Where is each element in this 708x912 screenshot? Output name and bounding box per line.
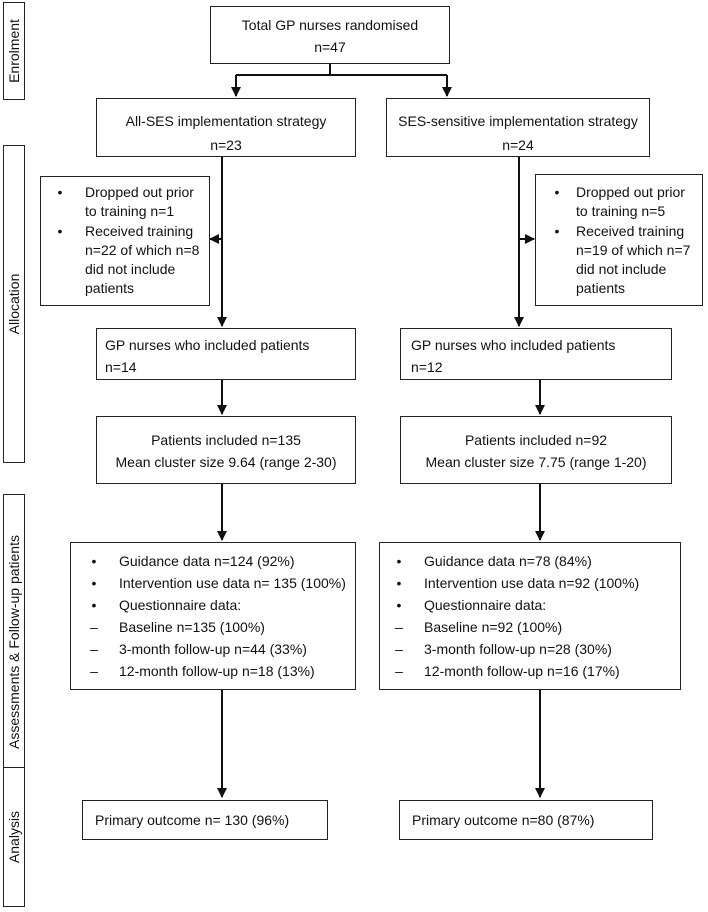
list-item-text: 3-month follow-up n=44 (33%) [119, 641, 307, 657]
left-cluster-size: Mean cluster size 9.64 (range 2-30) [115, 454, 337, 470]
bullet-icon: • [554, 184, 560, 200]
right-primary-outcome: Primary outcome n=80 (87%) [412, 812, 595, 828]
left-data-box: • Guidance data n=124 (92%) • Intervention… [70, 542, 356, 690]
list-item-text: Dropped out prior to training n=1 [85, 184, 194, 219]
right-side-note-list: • Dropped out prior to training n=5 • Re… [550, 183, 696, 298]
left-patients-count: Patients included n=135 [151, 432, 301, 448]
list-item: – 3-month follow-up n=44 (33%) [87, 640, 351, 659]
phase-enrolment-label: Enrolment [6, 19, 22, 83]
list-item: – 12-month follow-up n=16 (17%) [392, 662, 676, 681]
list-item: • Questionnaire data: [392, 596, 676, 615]
phase-analysis: Analysis [3, 767, 25, 907]
list-item-text: Baseline n=135 (100%) [119, 619, 265, 635]
bullet-icon: • [396, 597, 402, 613]
right-side-note-box: • Dropped out prior to training n=5 • Re… [535, 174, 703, 306]
bullet-icon: • [91, 553, 97, 569]
dash-icon: – [90, 619, 98, 635]
dash-icon: – [90, 663, 98, 679]
left-patients-box: Patients included n=135 Mean cluster siz… [96, 416, 356, 484]
phase-assessments-label: Assessments & Follow-up patients [6, 535, 22, 749]
left-strategy-label: All-SES implementation strategy [125, 113, 327, 129]
right-cluster-size: Mean cluster size 7.75 (range 1-20) [425, 454, 647, 470]
dash-icon: – [395, 641, 403, 657]
list-item-text: Intervention use data n= 135 (100%) [119, 575, 346, 591]
bullet-icon: • [91, 575, 97, 591]
list-item-text: Intervention use data n=92 (100%) [424, 575, 640, 591]
total-randomised-box: Total GP nurses randomised n=47 [210, 6, 450, 64]
right-outcome-box: Primary outcome n=80 (87%) [399, 800, 653, 840]
phase-assessments: Assessments & Follow-up patients [3, 494, 25, 790]
bullet-icon: • [554, 223, 560, 239]
list-item-text: 12-month follow-up n=18 (13%) [119, 663, 315, 679]
left-strategy-count: n=23 [210, 137, 242, 153]
list-item: – Baseline n=135 (100%) [87, 618, 351, 637]
list-item: • Received training n=22 of which n=8 di… [53, 222, 203, 298]
list-item: – Baseline n=92 (100%) [392, 618, 676, 637]
right-patients-box: Patients included n=92 Mean cluster size… [400, 416, 672, 484]
phase-allocation-label: Allocation [6, 273, 22, 335]
phase-enrolment: Enrolment [3, 2, 25, 100]
left-side-note-box: • Dropped out prior to training n=1 • Re… [40, 176, 210, 306]
list-item: • Guidance data n=124 (92%) [87, 552, 351, 571]
left-nurses-label: GP nurses who included patients [105, 337, 310, 353]
dash-icon: – [395, 663, 403, 679]
right-nurses-count: n=12 [411, 359, 443, 375]
right-nurses-box: GP nurses who included patients n=12 [400, 328, 672, 380]
left-nurses-count: n=14 [105, 359, 137, 375]
list-item: • Intervention use data n=92 (100%) [392, 574, 676, 593]
right-data-box: • Guidance data n=78 (84%) • Intervention … [379, 542, 681, 690]
left-primary-outcome: Primary outcome n= 130 (96%) [95, 812, 290, 828]
list-item-text: Guidance data n=124 (92%) [119, 553, 295, 569]
list-item-text: Questionnaire data: [119, 597, 242, 613]
right-strategy-box: SES-sensitive implementation strategy n=… [386, 98, 650, 157]
bullet-icon: • [91, 597, 97, 613]
list-item-text: Guidance data n=78 (84%) [424, 553, 592, 569]
phase-analysis-label: Analysis [6, 810, 22, 864]
list-item: – 3-month follow-up n=28 (30%) [392, 640, 676, 659]
left-nurses-box: GP nurses who included patients n=14 [96, 328, 356, 380]
total-randomised-label: Total GP nurses randomised [241, 17, 419, 33]
left-data-list: • Guidance data n=124 (92%) • Intervention… [87, 552, 351, 681]
list-item: • Dropped out prior to training n=1 [53, 183, 203, 221]
right-strategy-label: SES-sensitive implementation strategy [398, 113, 638, 129]
right-data-list: • Guidance data n=78 (84%) • Intervention … [392, 552, 676, 681]
bullet-icon: • [396, 575, 402, 591]
left-strategy-box: All-SES implementation strategy n=23 [96, 98, 356, 157]
list-item: • Received training n=19 of which n=7 di… [550, 222, 696, 298]
left-side-note-list: • Dropped out prior to training n=1 • Re… [53, 183, 203, 298]
list-item-text: Received training n=22 of which n=8 did … [85, 223, 200, 296]
right-patients-count: Patients included n=92 [464, 432, 608, 448]
dash-icon: – [90, 641, 98, 657]
list-item: • Intervention use data n= 135 (100%) [87, 574, 351, 593]
list-item: – 12-month follow-up n=18 (13%) [87, 662, 351, 681]
left-outcome-box: Primary outcome n= 130 (96%) [82, 800, 328, 840]
list-item-text: Received training n=19 of which n=7 did … [576, 223, 691, 296]
dash-icon: – [395, 619, 403, 635]
list-item: • Dropped out prior to training n=5 [550, 183, 696, 221]
list-item-text: Baseline n=92 (100%) [424, 619, 563, 635]
list-item: • Guidance data n=78 (84%) [392, 552, 676, 571]
list-item-text: 12-month follow-up n=16 (17%) [424, 663, 620, 679]
right-nurses-label: GP nurses who included patients [411, 337, 616, 353]
bullet-icon: • [57, 184, 63, 200]
phase-allocation: Allocation [3, 145, 25, 463]
list-item-text: Dropped out prior to training n=5 [576, 184, 685, 219]
list-item-text: 3-month follow-up n=28 (30%) [424, 641, 612, 657]
bullet-icon: • [396, 553, 402, 569]
bullet-icon: • [57, 223, 63, 239]
total-randomised-count: n=47 [314, 39, 346, 55]
list-item: • Questionnaire data: [87, 596, 351, 615]
list-item-text: Questionnaire data: [424, 597, 547, 613]
right-strategy-count: n=24 [502, 137, 534, 153]
